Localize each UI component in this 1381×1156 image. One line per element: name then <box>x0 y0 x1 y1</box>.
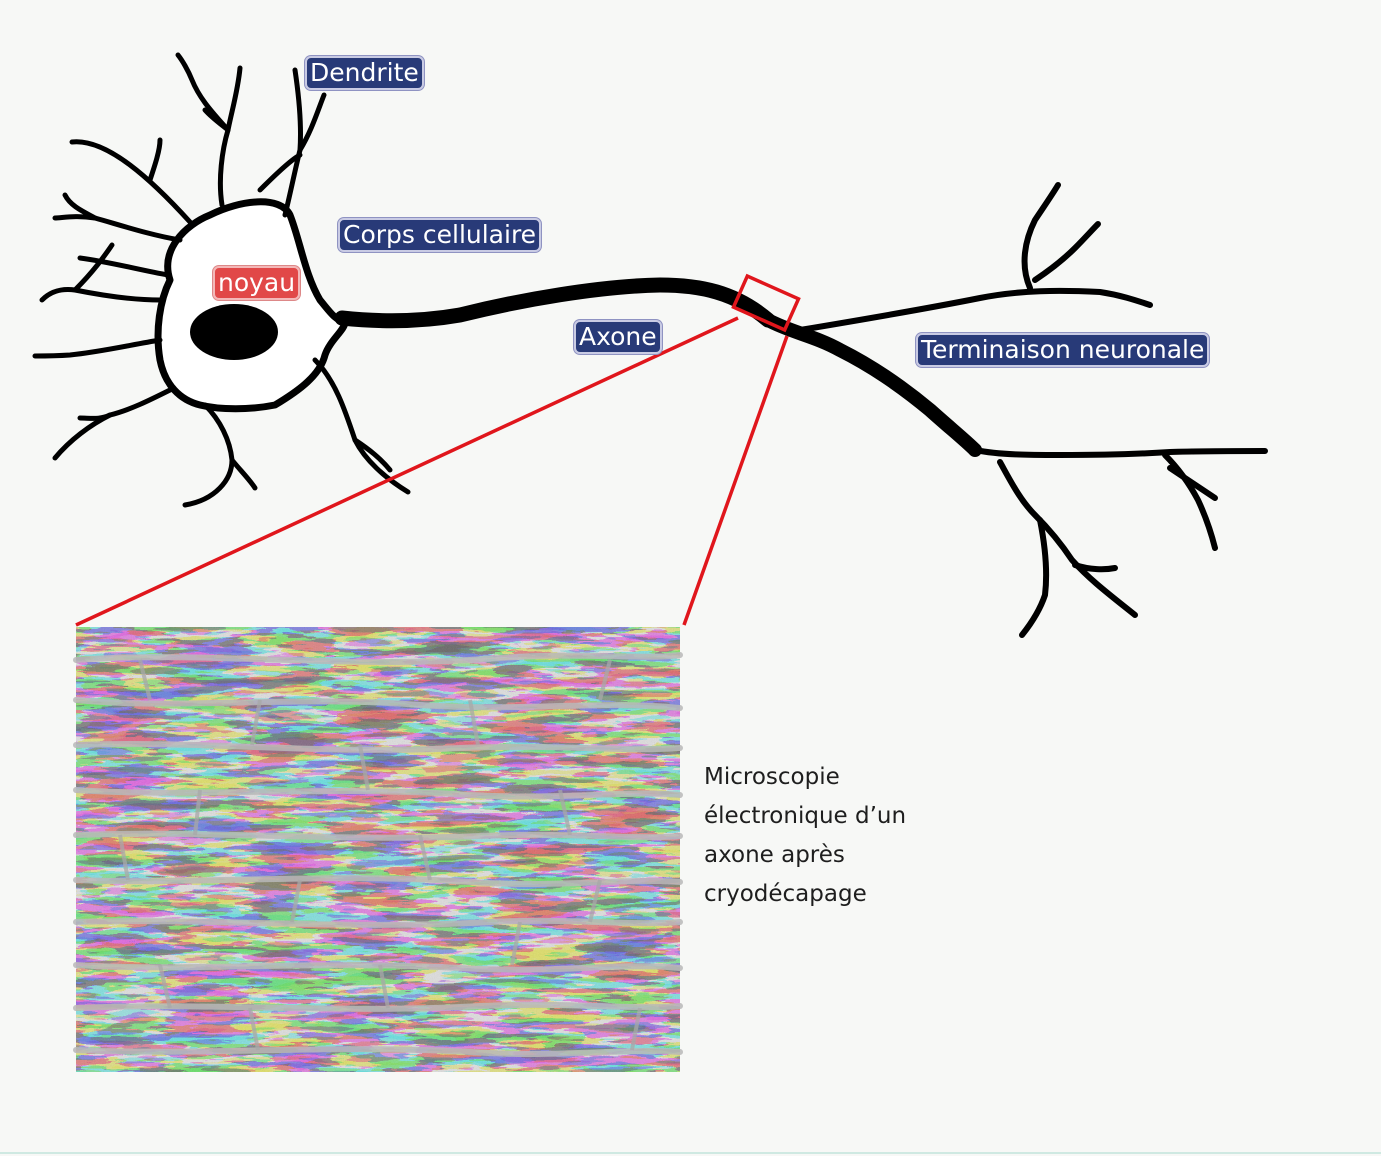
zoom-line-left <box>75 316 739 627</box>
zoom-box <box>731 273 801 333</box>
cell-body-label: Corps cellulaire <box>338 218 542 252</box>
neuron-drawing <box>32 52 1268 638</box>
cell-body-outline <box>154 198 349 413</box>
zoom-line-right <box>682 335 789 626</box>
caption-line: électronique d’un <box>704 803 907 829</box>
caption-line: cryodécapage <box>704 881 867 907</box>
nucleus-label: noyau <box>213 266 301 300</box>
bottom-divider <box>0 1152 1381 1154</box>
caption-line: axone après <box>704 842 845 868</box>
electron-micrograph-image <box>73 627 683 1072</box>
dendrites <box>32 52 411 508</box>
neuronal-terminals <box>797 182 1268 638</box>
micrograph-caption: Microscopie électronique d’un axone aprè… <box>704 758 1004 914</box>
axon-label: Axone <box>574 320 662 354</box>
axon-shape <box>334 277 776 329</box>
dendrite-label: Dendrite <box>305 56 424 90</box>
terminal-label: Terminaison neuronale <box>916 333 1210 367</box>
zoom-indicator <box>75 273 801 627</box>
nucleus-shape <box>190 304 278 360</box>
caption-line: Microscopie <box>704 764 840 790</box>
